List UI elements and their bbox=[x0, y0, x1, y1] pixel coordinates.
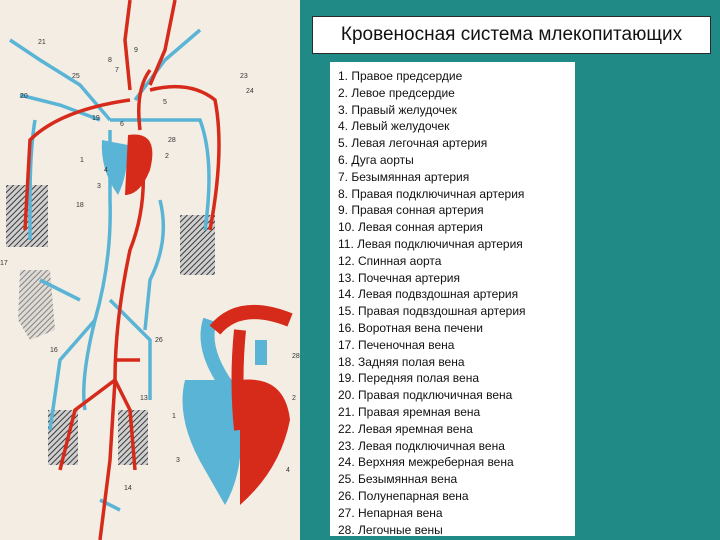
legend-item: 1. Правое предсердие bbox=[338, 69, 463, 83]
label-25: 25 bbox=[72, 73, 80, 80]
label-16: 16 bbox=[50, 347, 58, 354]
legend-item: 8. Правая подключичная артерия bbox=[338, 186, 525, 201]
legend-item: 12. Спинная аорта bbox=[338, 253, 442, 268]
legend-item: 11. Левая подключичная артерия bbox=[338, 236, 523, 251]
label-3b: 3 bbox=[176, 457, 180, 464]
legend-list: 1. Правое предсердие 2. Левое предсердие… bbox=[338, 68, 575, 538]
legend-item: 3. Правый желудочек bbox=[338, 102, 457, 117]
label-20: 20 bbox=[20, 93, 28, 100]
label-7: 7 bbox=[115, 67, 119, 74]
label-19: 19 bbox=[92, 115, 100, 122]
label-5: 5 bbox=[163, 99, 167, 106]
legend-item: 16. Воротная вена печени bbox=[338, 320, 483, 335]
legend-item: 10. Левая сонная артерия bbox=[338, 220, 483, 235]
legend-item: 18. Задняя полая вена bbox=[338, 354, 465, 369]
veins bbox=[9, 28, 211, 512]
label-6: 6 bbox=[120, 121, 124, 128]
legend-item: 24. Верхняя межреберная вена bbox=[338, 455, 514, 470]
legend-item: 27. Непарная вена bbox=[338, 505, 443, 520]
legend-item: 19. Передняя полая вена bbox=[338, 371, 479, 386]
label-4b: 4 bbox=[286, 467, 290, 474]
legend-item: 20. Правая подключичная вена bbox=[338, 388, 513, 403]
label-1b: 1 bbox=[172, 413, 176, 420]
label-2b: 2 bbox=[292, 395, 296, 402]
label-14: 14 bbox=[124, 485, 132, 492]
legend-item: 22. Левая яремная вена bbox=[338, 421, 473, 436]
arteries bbox=[23, 0, 221, 540]
legend-item: 2. Левое предсердие bbox=[338, 85, 455, 100]
diagram-svg: 21 20 25 9 7 8 23 24 5 19 6 28 2 1 3 4 1… bbox=[0, 0, 300, 540]
large-heart bbox=[182, 305, 293, 505]
legend-item: 13. Почечная артерия bbox=[338, 270, 460, 285]
legend-item: 21. Правая яремная вена bbox=[338, 404, 481, 419]
legend-item: 7. Безымянная артерия bbox=[338, 169, 470, 184]
label-2: 2 bbox=[165, 153, 169, 160]
label-17: 17 bbox=[0, 260, 8, 267]
legend-item: 5. Левая легочная артерия bbox=[338, 136, 488, 151]
label-13: 13 bbox=[140, 395, 148, 402]
label-9: 9 bbox=[134, 47, 138, 54]
small-heart-left bbox=[125, 134, 153, 195]
label-28: 28 bbox=[168, 137, 176, 144]
label-28b: 28 bbox=[292, 353, 300, 360]
circulatory-diagram: 21 20 25 9 7 8 23 24 5 19 6 28 2 1 3 4 1… bbox=[0, 0, 300, 540]
legend-item: 6. Дуга аорты bbox=[338, 152, 414, 167]
label-18: 18 bbox=[76, 202, 84, 209]
label-1: 1 bbox=[80, 157, 84, 164]
label-4: 4 bbox=[104, 167, 108, 174]
label-3: 3 bbox=[97, 183, 101, 190]
label-26: 26 bbox=[155, 337, 163, 344]
label-21: 21 bbox=[38, 39, 46, 46]
legend-item: 28. Легочные вены bbox=[338, 522, 443, 537]
legend-item: 23. Левая подключичная вена bbox=[338, 438, 505, 453]
legend-item: 26. Полунепарная вена bbox=[338, 488, 469, 503]
slide-title: Кровеносная система млекопитающих bbox=[312, 16, 711, 54]
legend-item: 17. Печеночная вена bbox=[338, 337, 455, 352]
organ-liver bbox=[18, 270, 55, 340]
label-8: 8 bbox=[108, 57, 112, 64]
legend-item: 4. Левый желудочек bbox=[338, 119, 450, 134]
label-24: 24 bbox=[246, 88, 254, 95]
diagram-labels: 21 20 25 9 7 8 23 24 5 19 6 28 2 1 3 4 1… bbox=[0, 39, 300, 492]
small-heart-right bbox=[101, 140, 128, 195]
legend-item: 14. Левая подвздошная артерия bbox=[338, 287, 519, 302]
legend-item: 15. Правая подвздошная артерия bbox=[338, 304, 526, 319]
legend-panel: 1. Правое предсердие 2. Левое предсердие… bbox=[330, 62, 575, 538]
legend-item: 25. Безымянная вена bbox=[338, 472, 458, 487]
legend-item: 9. Правая сонная артерия bbox=[338, 203, 484, 218]
label-23: 23 bbox=[240, 73, 248, 80]
